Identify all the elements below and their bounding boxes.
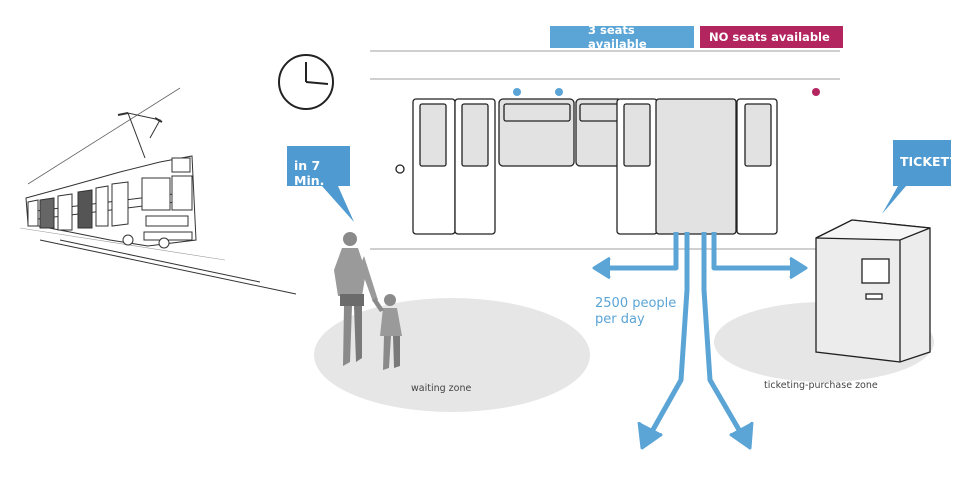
ticket-bubble: TICKET? [893,140,956,186]
ticket-machine [815,219,931,363]
ticketing-zone-label: ticketing-purchase zone [764,380,878,391]
no-seats-text: NO seats available [709,30,830,44]
wait-bubble-tail [322,186,354,222]
clock-icon [278,54,334,110]
tram-top-view [395,98,778,235]
no-seats-indicator: NO seats available [700,26,843,48]
available-seats-text: 3 seats available [588,23,647,51]
flow-count-label: 2500 people per day [595,296,677,327]
available-seat-dot [555,88,563,96]
ticket-bubble-tail [882,186,906,214]
passenger-flow-arrows [592,232,808,450]
waiting-zone-label: waiting zone [411,383,472,394]
full-seat-dot [812,88,820,96]
ticket-question-text: TICKET? [900,154,957,169]
wait-time-text: in 7 Min. [294,158,325,188]
wait-time-bubble: in 7 Min. [287,146,350,188]
available-seat-dot [513,88,521,96]
people-silhouettes [334,232,402,370]
tram-illustration [19,87,297,295]
available-seats-indicator: 3 seats available [550,23,694,51]
